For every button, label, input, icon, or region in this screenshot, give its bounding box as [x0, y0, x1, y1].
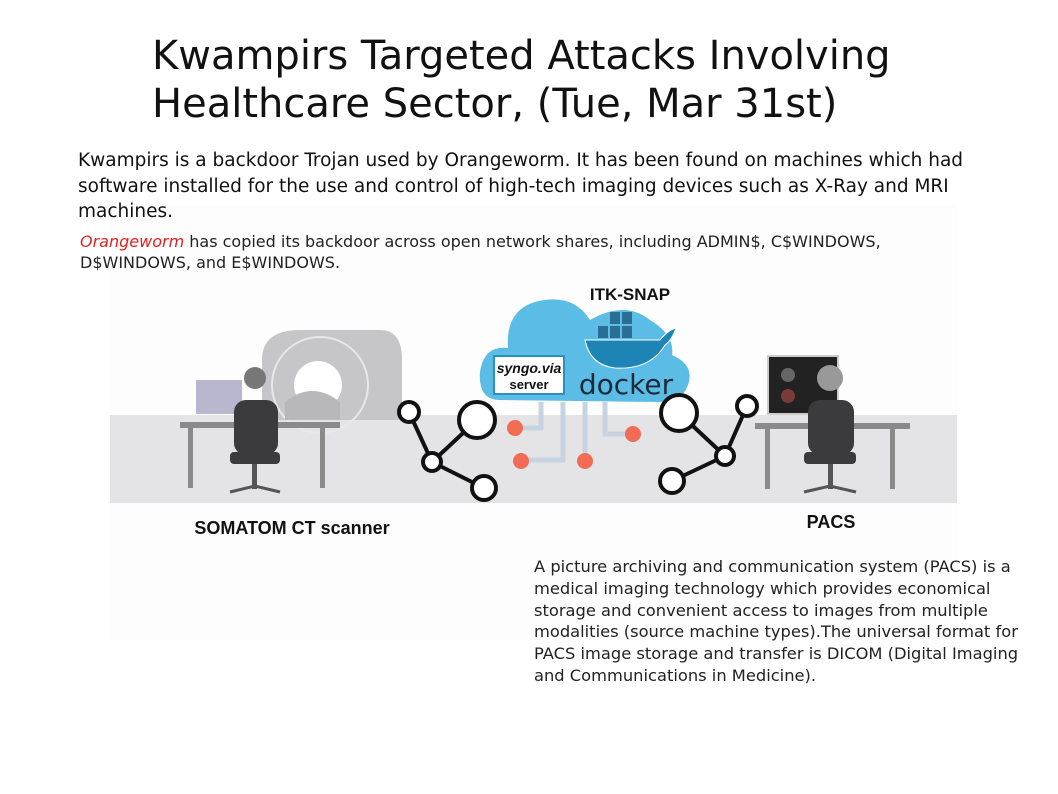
network-node-dot [577, 453, 593, 469]
ct-scanner-icon [262, 330, 402, 434]
server-name-label: syngo.via [497, 360, 562, 376]
syngo-server-box [493, 355, 565, 395]
network-node-dot [507, 420, 523, 436]
pacs-description: A picture archiving and communication sy… [534, 557, 1019, 685]
left-network-connector-icon [397, 400, 498, 502]
title-line-1: Kwampirs Targeted Attacks Involving [152, 33, 891, 79]
shares-text: has copied its backdoor across open netw… [80, 232, 881, 272]
shares-paragraph: Orangeworm has copied its backdoor acros… [80, 231, 940, 273]
title-line-2: Healthcare Sector, (Tue, Mar 31st) [152, 81, 838, 127]
server-type-label: server [509, 377, 548, 392]
ct-scanner-label: SOMATOM CT scanner [194, 518, 389, 538]
intro-paragraph: Kwampirs is a backdoor Trojan used by Or… [78, 150, 964, 222]
docker-whale-icon [584, 312, 677, 369]
docker-label: docker [579, 368, 674, 401]
pacs-label: PACS [807, 512, 856, 532]
orangeworm-highlight: Orangeworm [80, 232, 185, 251]
pacs-workstation-icon [755, 355, 910, 494]
ct-operator-icon [180, 367, 340, 494]
page-title: Kwampirs Targeted Attacks Involving Heal… [152, 32, 891, 128]
right-network-connector-icon [658, 393, 759, 495]
network-node-dot [625, 426, 641, 442]
network-node-dot [513, 453, 529, 469]
cloud-label: ITK-SNAP [590, 285, 670, 304]
